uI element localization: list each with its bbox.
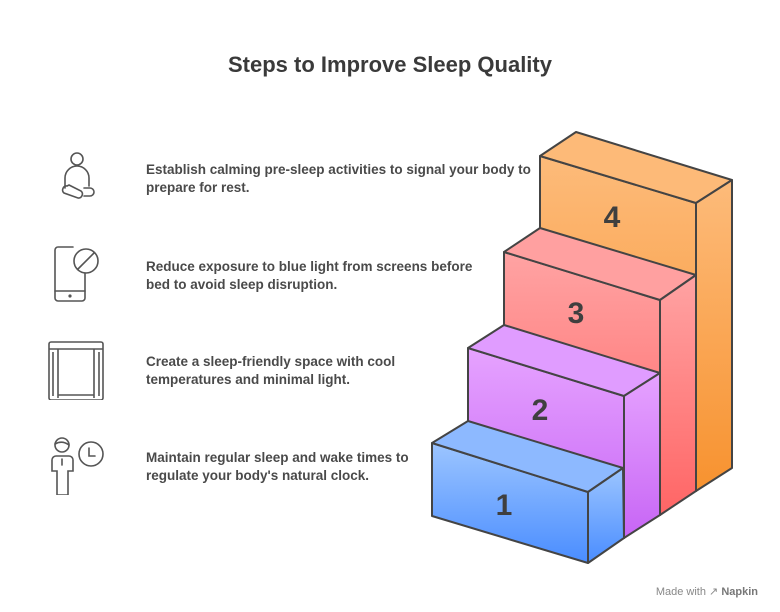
made-with-label: Made with (655, 586, 706, 598)
footer-credit: Made with ↗ Napkin (656, 585, 758, 598)
person-clock-icon (51, 437, 104, 495)
step-2-number: 2 (532, 394, 549, 427)
brand-name: Napkin (721, 586, 758, 598)
curtains-icon (48, 341, 104, 400)
napkin-logo-icon: ↗ (709, 586, 719, 598)
page-title: Steps to Improve Sleep Quality (228, 52, 552, 77)
step-1-description: Maintain regular sleep and wake times to… (146, 450, 409, 483)
step-4-number: 4 (604, 201, 621, 234)
step-1-block: 1 (431, 420, 625, 564)
meditation-icon (61, 152, 95, 199)
step-4-description: Establish calming pre-sleep activities t… (146, 162, 531, 195)
step-3-number: 3 (568, 297, 585, 330)
phone-blocked-icon (54, 246, 99, 302)
step-3-description: Reduce exposure to blue light from scree… (146, 259, 473, 292)
step-1-number: 1 (496, 489, 513, 522)
step-2-description: Create a sleep-friendly space with cool … (146, 354, 396, 387)
